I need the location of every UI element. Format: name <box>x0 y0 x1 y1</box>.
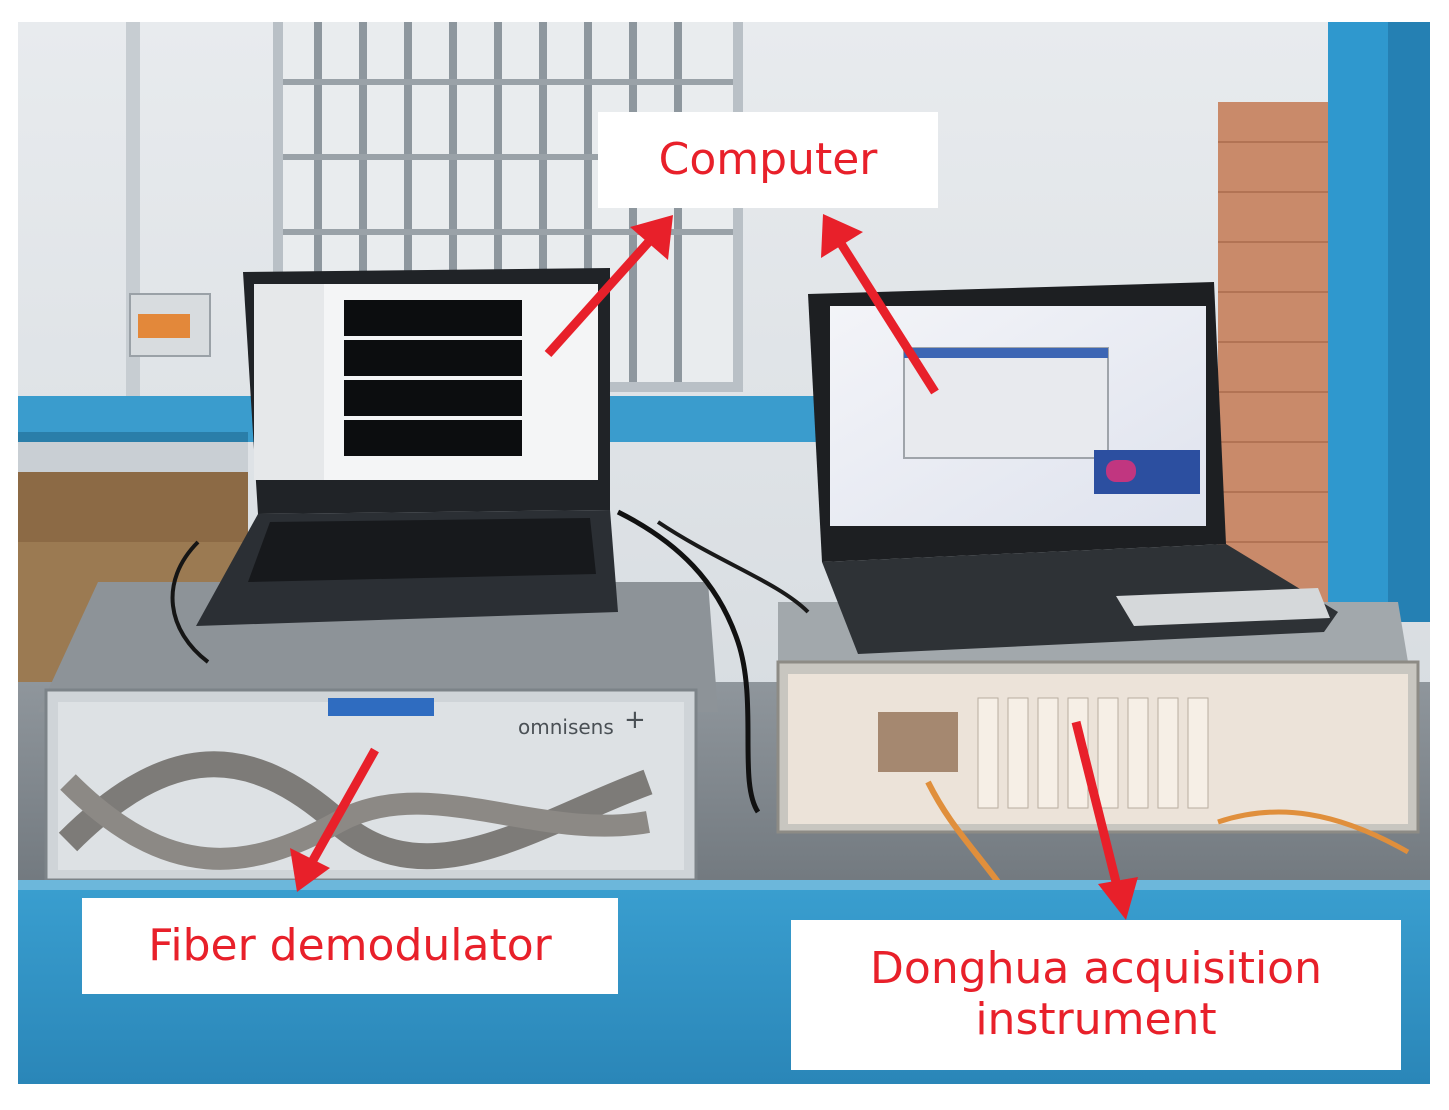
donghua-label-line1: Donghua acquisition <box>870 943 1322 995</box>
left-laptop <box>196 268 618 626</box>
arrow-donghua-head <box>1098 877 1138 920</box>
arrow-fiber <box>308 747 379 865</box>
arrow-donghua <box>1071 720 1123 892</box>
fiber-demodulator-label: Fiber demodulator <box>82 898 618 994</box>
fiber-demodulator-device: omnisens + <box>44 688 698 882</box>
lab-scene: omnisens + <box>18 22 1430 1084</box>
arrow-fiber-head <box>290 848 330 892</box>
device-brand: omnisens <box>518 715 614 739</box>
fiber-demodulator-label-text: Fiber demodulator <box>148 919 552 971</box>
donghua-label: Donghua acquisition instrument <box>791 920 1401 1070</box>
device-brand-mark: + <box>624 705 646 735</box>
donghua-label-line2: instrument <box>975 994 1217 1045</box>
donghua-instrument-device <box>776 660 1420 884</box>
annotation-arrows <box>290 214 1138 920</box>
arrow-computer-left-head <box>630 215 673 260</box>
arrow-computer-right-head <box>821 214 863 258</box>
arrow-computer-left <box>544 232 658 358</box>
computer-label: Computer <box>598 112 938 208</box>
arrow-computer-right <box>836 239 939 395</box>
computer-label-text: Computer <box>658 133 878 185</box>
